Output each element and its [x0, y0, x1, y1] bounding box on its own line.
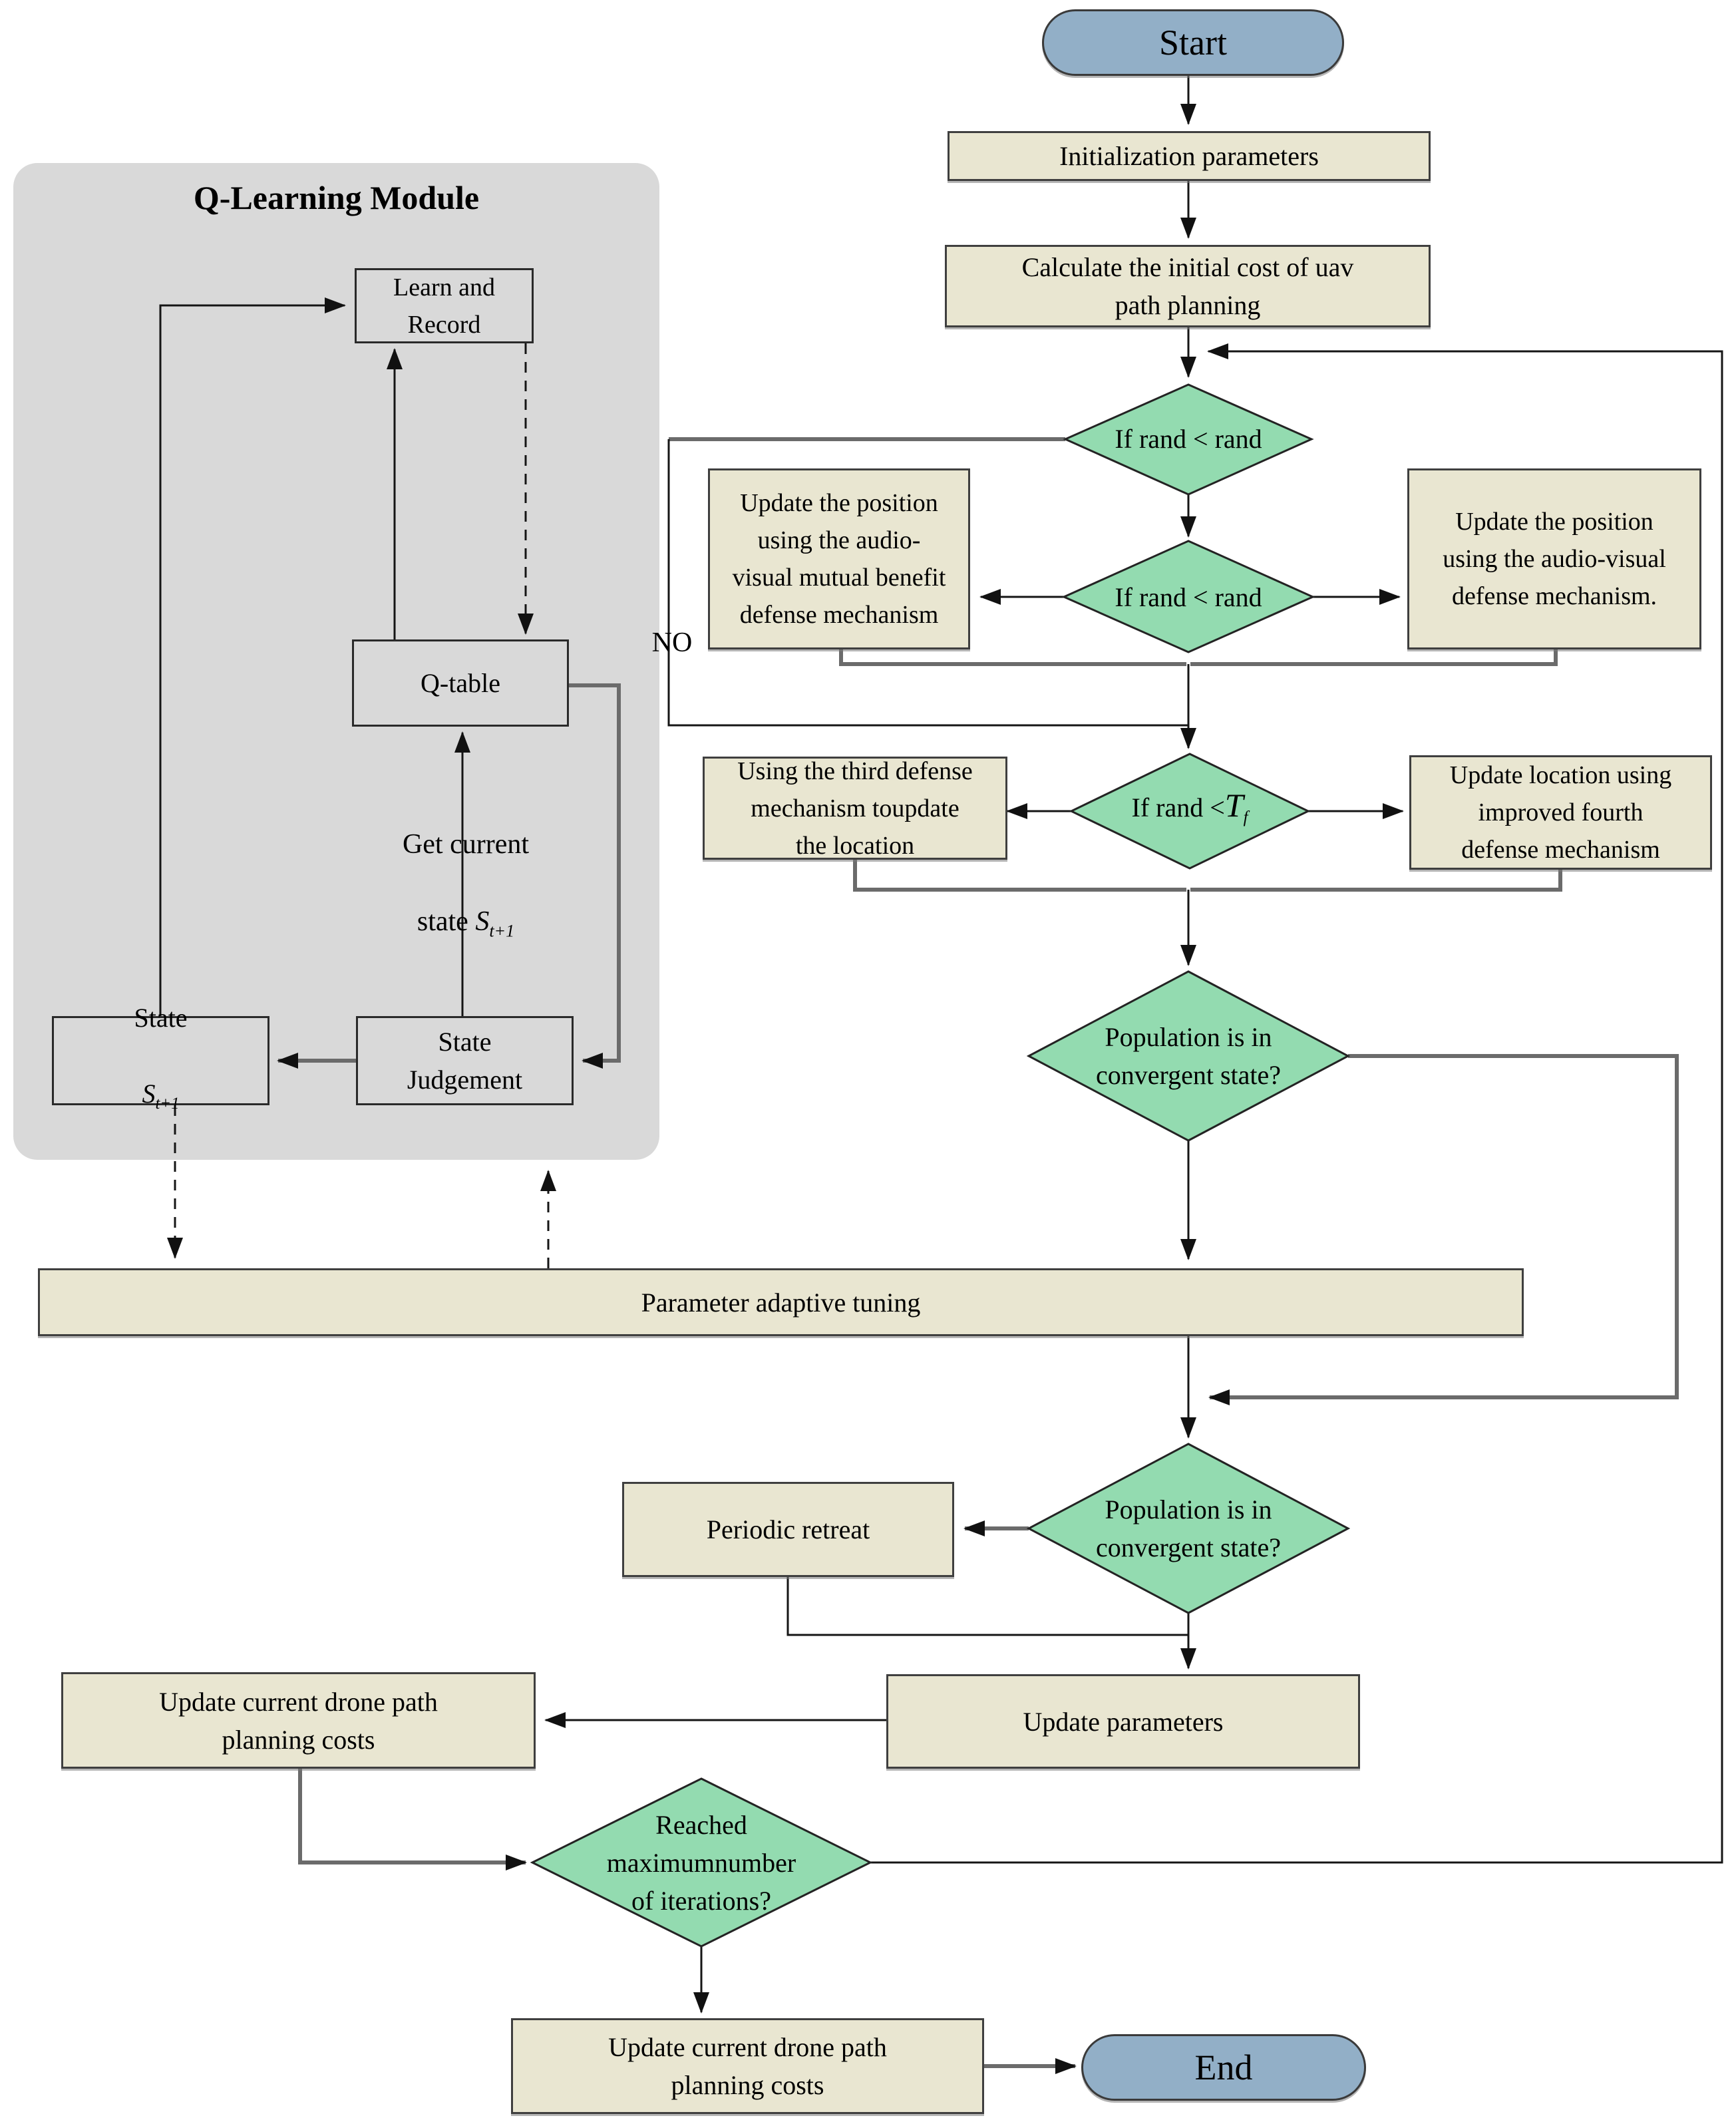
diamond-convergent-2	[1026, 1443, 1351, 1614]
tf-text: If rand <Tf	[1131, 786, 1248, 826]
connector-fourthbox-join	[1190, 870, 1562, 892]
connector-no-path	[667, 439, 1188, 727]
process-update-mutual-benefit: Update the position using the audio- vis…	[708, 468, 970, 649]
end-label: End	[1194, 2047, 1253, 2087]
process-update-audio-visual: Update the position using the audio-visu…	[1407, 468, 1701, 649]
connector-dronebox-reached	[298, 1769, 527, 1870]
connector-rightbox-join	[1190, 649, 1558, 666]
process-calc-initial-cost: Calculate the initial cost of uav path p…	[945, 245, 1431, 327]
label-get-current-state: Get current state St+1	[363, 828, 569, 940]
start-terminal: Start	[1042, 9, 1344, 76]
process-update-parameters: Update parameters	[886, 1674, 1360, 1769]
label-no: NO	[651, 627, 693, 658]
q-learning-module-title: Q-Learning Module	[193, 179, 480, 216]
connector-leftbox-join	[839, 649, 1186, 666]
module-q-table: Q-table	[352, 639, 569, 727]
module-state-s: State St+1	[52, 1003, 269, 1113]
process-periodic-retreat: Periodic retreat	[622, 1482, 954, 1577]
convergent2-label: Population is in convergent state?	[1095, 1495, 1282, 1562]
connector-convergent1-bypass	[1208, 1054, 1679, 1405]
process-parameter-tuning: Parameter adaptive tuning	[38, 1268, 1524, 1336]
process-update-drone-bottom: Update current drone path planning costs	[511, 2018, 984, 2114]
diamond-tf-label: If rand <Tf	[1070, 786, 1309, 833]
process-initialization: Initialization parameters	[948, 131, 1431, 181]
reached-max-label: Reached maximumnumber of iterations?	[606, 1810, 796, 1916]
state-s-text: State St+1	[134, 1003, 188, 1113]
diamond-convergent-1	[1026, 970, 1351, 1142]
convergent1-label: Population is in convergent state?	[1095, 1022, 1282, 1090]
diamond-reached-max	[530, 1777, 873, 1948]
start-label: Start	[1159, 23, 1227, 63]
end-terminal: End	[1081, 2034, 1366, 2101]
process-fourth-defense: Update location using improved fourth de…	[1409, 755, 1712, 870]
connector-states-learnrecord	[159, 297, 346, 1016]
connector-periodic-join	[786, 1577, 1188, 1636]
diamond2-label: If rand < rand	[1115, 582, 1262, 612]
connector-qtable-judgement	[569, 683, 621, 1069]
diamond-if-rand-tf	[1069, 753, 1311, 870]
connector-thirdbox-join	[853, 860, 1186, 892]
get-current-state-text: Get current state St+1	[402, 828, 530, 941]
diamond1-label: If rand < rand	[1115, 423, 1262, 454]
module-state-judgement: State Judgement	[356, 1016, 574, 1105]
process-update-drone-left: Update current drone path planning costs	[61, 1672, 536, 1769]
process-third-defense: Using the third defense mechanism toupda…	[703, 757, 1007, 860]
diamond-if-rand-1	[1063, 383, 1314, 496]
connector-loop-return	[870, 343, 1723, 1864]
diamond-if-rand-2	[1061, 540, 1315, 653]
module-learn-record: Learn and Record	[355, 268, 534, 343]
